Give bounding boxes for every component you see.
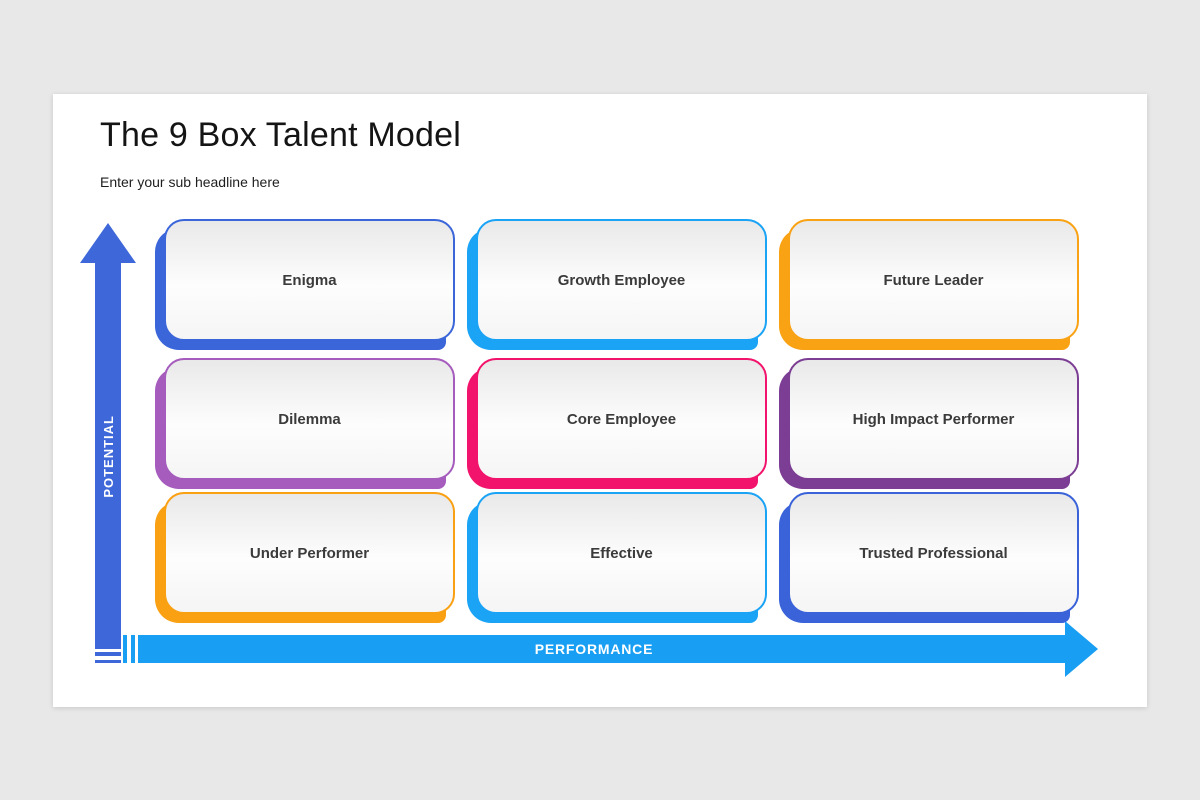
cell-card: High Impact Performer	[788, 358, 1079, 480]
potential-axis: POTENTIAL	[80, 223, 136, 663]
grid-cell-under-performer[interactable]: Under Performer	[155, 492, 455, 623]
axis-stripe	[95, 652, 121, 656]
page-title: The 9 Box Talent Model	[100, 116, 461, 154]
cell-card: Trusted Professional	[788, 492, 1079, 614]
grid-cell-effective[interactable]: Effective	[467, 492, 767, 623]
slide: The 9 Box Talent Model Enter your sub he…	[53, 94, 1147, 707]
arrow-right-icon	[1065, 621, 1098, 677]
grid-cell-trusted-professional[interactable]: Trusted Professional	[779, 492, 1079, 623]
cell-card: Dilemma	[164, 358, 455, 480]
cell-card: Under Performer	[164, 492, 455, 614]
cell-label: Effective	[590, 544, 653, 562]
cell-label: Enigma	[282, 271, 337, 289]
grid-cell-future-leader[interactable]: Future Leader	[779, 219, 1079, 350]
grid-cell-growth-employee[interactable]: Growth Employee	[467, 219, 767, 350]
cell-label: Core Employee	[566, 410, 677, 428]
cell-label: Trusted Professional	[859, 544, 1008, 562]
axis-stripe	[131, 635, 135, 663]
cell-card: Core Employee	[476, 358, 767, 480]
cell-label: Growth Employee	[557, 271, 686, 289]
axis-stripe	[123, 635, 127, 663]
cell-label: Dilemma	[278, 410, 341, 428]
potential-axis-label: POTENTIAL	[100, 414, 116, 498]
axis-stripe	[95, 660, 121, 663]
cell-card: Enigma	[164, 219, 455, 341]
performance-axis: PERFORMANCE	[123, 621, 1098, 677]
potential-axis-label-wrap: POTENTIAL	[95, 263, 121, 649]
cell-label: Future Leader	[883, 271, 984, 289]
performance-axis-label: PERFORMANCE	[534, 641, 654, 657]
grid-cell-core-employee[interactable]: Core Employee	[467, 358, 767, 489]
cell-card: Future Leader	[788, 219, 1079, 341]
cell-label: High Impact Performer	[852, 410, 1015, 428]
grid-cell-dilemma[interactable]: Dilemma	[155, 358, 455, 489]
arrow-up-icon	[80, 223, 136, 263]
performance-axis-shaft	[138, 635, 1065, 663]
grid-cell-high-impact-performer[interactable]: High Impact Performer	[779, 358, 1079, 489]
cell-card: Effective	[476, 492, 767, 614]
potential-axis-shaft	[95, 263, 121, 649]
cell-label: Under Performer	[249, 544, 370, 562]
page-subtitle: Enter your sub headline here	[100, 174, 280, 190]
cell-card: Growth Employee	[476, 219, 767, 341]
grid-cell-enigma[interactable]: Enigma	[155, 219, 455, 350]
